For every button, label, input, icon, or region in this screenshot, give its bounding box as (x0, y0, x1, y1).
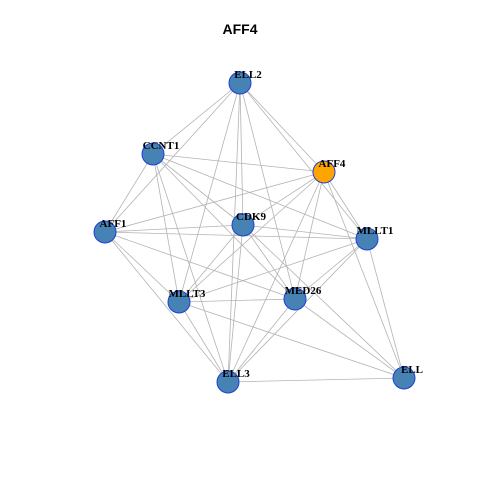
edge-ell2-aff1 (104, 82, 241, 233)
node-aff1 (93, 220, 117, 244)
edge-aff1-ell3 (104, 231, 229, 383)
node-cdk9 (231, 213, 255, 237)
edge-aff1-mllt1 (104, 231, 368, 240)
node-label-cdk9: CDK9 (236, 211, 266, 223)
node-aff4 (312, 160, 336, 184)
edge-cdk9-ell3 (227, 224, 244, 383)
node-ell2 (228, 71, 252, 95)
node-label-ccnt1: CCNT1 (143, 140, 180, 152)
edge-mllt1-med26 (294, 238, 368, 300)
node-mllt3 (167, 290, 191, 314)
edge-ell2-ccnt1 (152, 82, 241, 155)
edge-aff4-cdk9 (242, 171, 325, 226)
edge-ccnt1-aff4 (152, 153, 325, 173)
node-med26 (283, 287, 307, 311)
edge-ell2-mllt1 (239, 82, 368, 240)
edge-mllt1-ell3 (227, 238, 368, 383)
node-ccnt1 (141, 142, 165, 166)
graph-title: AFF4 (222, 21, 258, 37)
edge-ccnt1-cdk9 (152, 153, 244, 226)
node-label-mllt1: MLLT1 (357, 225, 394, 237)
edge-aff1-cdk9 (104, 224, 244, 233)
edge-ell2-med26 (239, 82, 296, 300)
edge-aff1-med26 (104, 231, 296, 300)
edge-mllt1-mllt3 (178, 238, 368, 303)
node-label-aff4: AFF4 (319, 158, 346, 170)
edge-ell3-ell (227, 377, 405, 383)
edge-med26-ell (294, 298, 405, 379)
node-layer (93, 71, 416, 394)
node-label-ell3: ELL3 (222, 368, 250, 380)
edge-mllt1-ell (366, 238, 405, 379)
edge-ell2-ell3 (227, 82, 241, 383)
edge-ccnt1-aff1 (104, 153, 154, 233)
edge-ell2-cdk9 (239, 82, 244, 226)
edge-med26-ell3 (227, 298, 296, 383)
node-label-aff1: AFF1 (100, 218, 127, 230)
edge-ell2-mllt3 (178, 82, 241, 303)
edge-ccnt1-ell3 (152, 153, 229, 383)
node-ell (392, 366, 416, 390)
node-mllt1 (355, 227, 379, 251)
edge-ell2-aff4 (239, 82, 325, 173)
edge-cdk9-mllt3 (178, 224, 244, 303)
edge-ccnt1-mllt3 (152, 153, 180, 303)
edge-mllt3-med26 (178, 298, 296, 303)
edge-layer (104, 82, 405, 383)
edge-aff4-med26 (294, 171, 325, 300)
edge-aff4-ell (323, 171, 405, 379)
edge-ccnt1-mllt1 (152, 153, 368, 240)
edge-cdk9-mllt1 (242, 224, 368, 240)
edge-mllt3-ell3 (178, 301, 229, 383)
edge-aff1-mllt3 (104, 231, 180, 303)
node-label-med26: MED26 (285, 285, 322, 297)
node-label-ell: ELL (401, 364, 423, 376)
edge-cdk9-med26 (242, 224, 296, 300)
edge-mllt3-ell (178, 301, 405, 379)
edge-aff4-mllt1 (323, 171, 368, 240)
node-ell3 (216, 370, 240, 394)
edge-aff4-aff1 (104, 171, 325, 233)
edge-cdk9-ell (242, 224, 405, 379)
node-label-ell2: ELL2 (234, 69, 262, 81)
edge-ccnt1-med26 (152, 153, 296, 300)
node-label-mllt3: MLLT3 (169, 288, 206, 300)
edge-aff4-ell3 (227, 171, 325, 383)
